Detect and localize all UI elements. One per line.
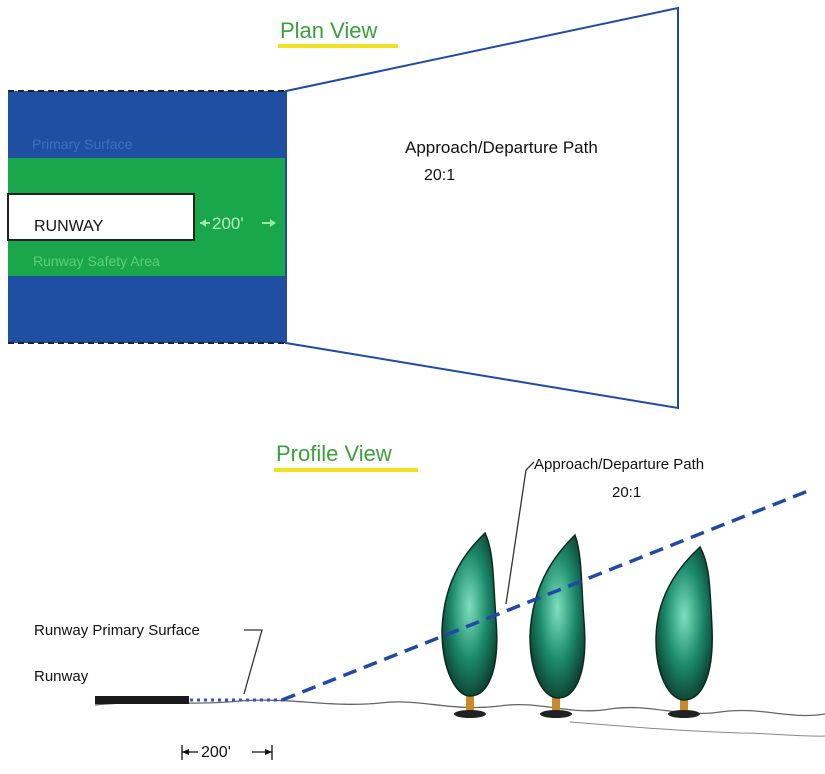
path-leader-line — [505, 461, 535, 605]
profile-approach-path-line — [281, 489, 809, 702]
profile-view-heading-underline — [274, 468, 418, 472]
profile-view-heading: Profile View — [276, 441, 392, 466]
ground-line — [94, 699, 825, 717]
distance-arrowhead-right — [270, 219, 276, 227]
approach-departure-path-area — [285, 6, 679, 410]
profile-distance-arrowhead-right — [265, 749, 272, 755]
plan-path-ratio: 20:1 — [424, 167, 455, 184]
tree-3 — [655, 545, 713, 718]
profile-view: Profile View Approach/Departure Path 20:… — [34, 441, 825, 761]
ground-line-lower — [569, 721, 825, 737]
profile-path-ratio: 20:1 — [612, 484, 641, 501]
primary-surface-label: Primary Surface — [32, 136, 133, 152]
distance-arrowhead-left — [200, 219, 206, 227]
primary-surface-leader-line — [243, 629, 263, 695]
profile-runway-label: Runway — [34, 668, 89, 685]
plan-path-label: Approach/Departure Path — [405, 138, 598, 157]
profile-distance-label: 200' — [201, 744, 231, 761]
safety-area-label: Runway Safety Area — [33, 253, 160, 269]
profile-primary-surface-label: Runway Primary Surface — [34, 622, 200, 639]
profile-runway — [95, 696, 189, 704]
runway — [7, 193, 195, 241]
distance-label: 200' — [212, 214, 244, 233]
plan-view-heading: Plan View — [280, 18, 378, 43]
tree-2 — [529, 533, 586, 718]
profile-distance-arrowhead-left — [182, 749, 189, 755]
plan-view: Plan View Primary Surface Runway Safety … — [7, 6, 679, 410]
profile-path-label: Approach/Departure Path — [534, 456, 704, 473]
plan-view-heading-underline — [278, 44, 398, 48]
tree-1 — [441, 531, 498, 718]
runway-label: RUNWAY — [34, 218, 104, 235]
